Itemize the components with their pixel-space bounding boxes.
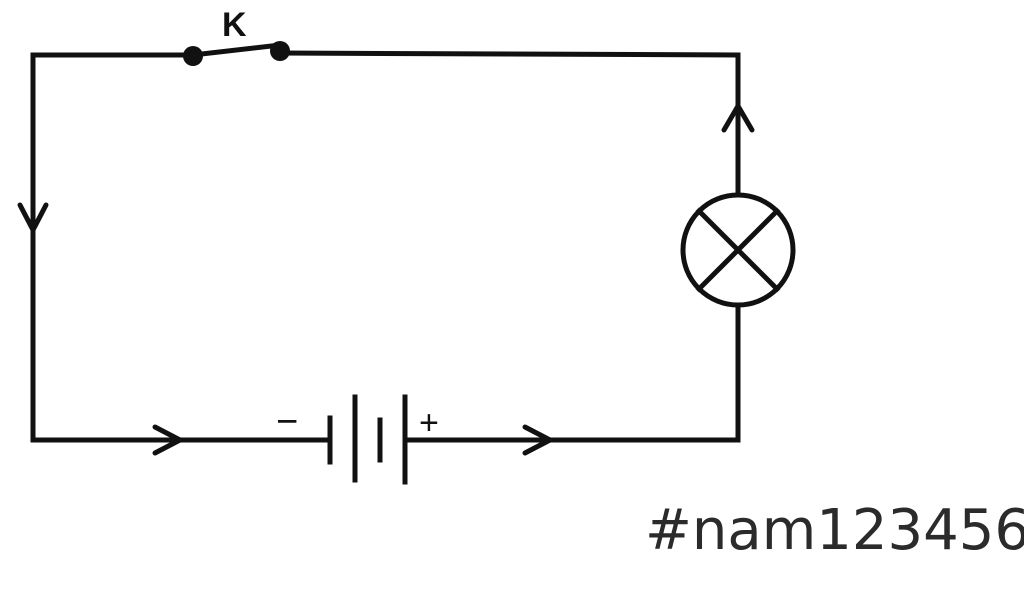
battery: − + — [276, 394, 439, 485]
current-arrow-right — [721, 103, 755, 133]
current-arrow-bottom-right — [522, 424, 553, 456]
current-arrow-bottom-left — [152, 424, 183, 456]
lamp-cross-2 — [695, 207, 781, 293]
battery-positive-sign: + — [419, 404, 439, 442]
switch-blade — [190, 42, 283, 58]
lamp — [680, 192, 796, 308]
switch-contact-left — [183, 46, 203, 66]
switch-k: K — [183, 6, 290, 66]
battery-negative-sign: − — [276, 401, 298, 443]
current-arrow-left — [17, 202, 49, 233]
switch-label: K — [222, 6, 247, 44]
switch-contact-right — [270, 41, 290, 61]
top-wire-right — [277, 50, 741, 58]
watermark-text: #nam123456 — [645, 498, 1024, 563]
